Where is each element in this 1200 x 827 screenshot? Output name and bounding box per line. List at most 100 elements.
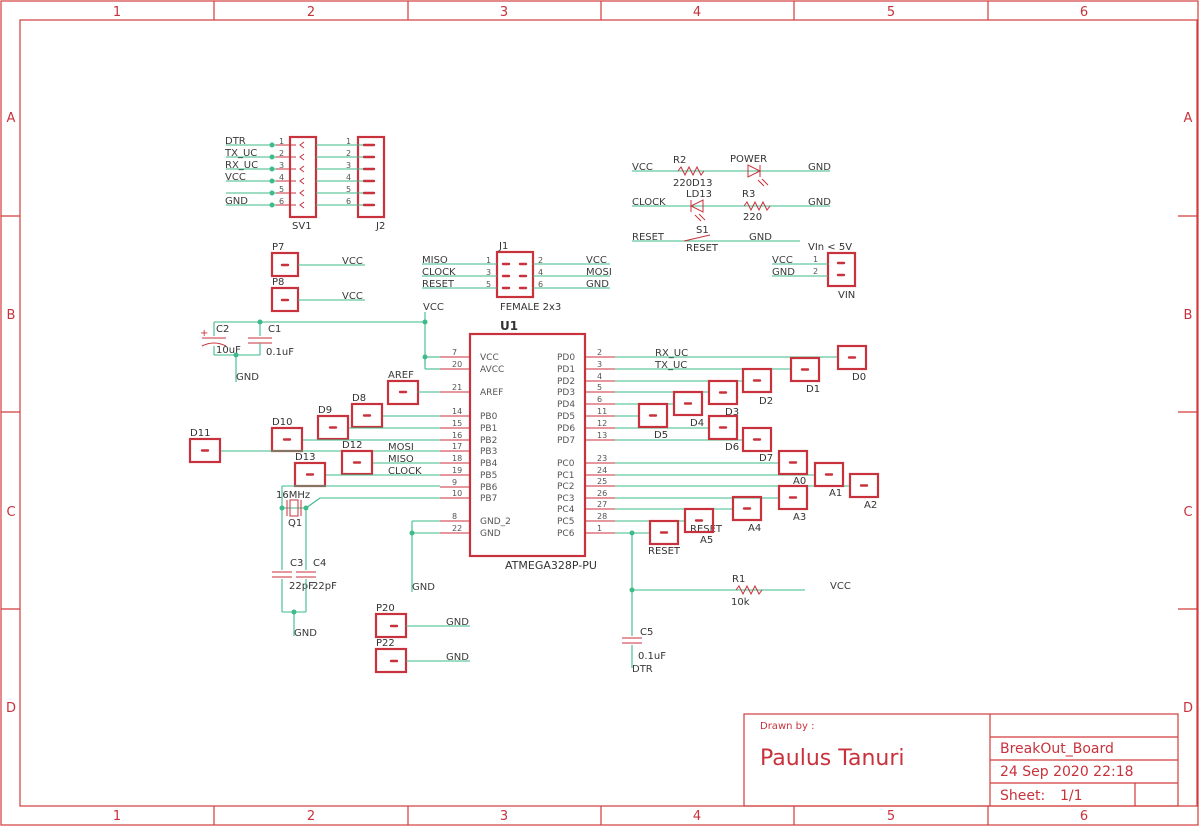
u1-left-pin-num: 22 [452, 524, 462, 533]
j2-pin-num: 6 [346, 197, 351, 206]
sv1-signal-label: RX_UC [225, 160, 258, 171]
crystal-freq: 16MHz [276, 490, 310, 501]
connector-pad-body [316, 414, 350, 441]
reset-sw-gnd: GND [749, 232, 772, 243]
u1-power-wiring: GND [409, 354, 440, 593]
j1-right-pin-num: 2 [538, 256, 543, 265]
connector-pad-body [789, 356, 821, 383]
miso-net: MISO [388, 454, 414, 465]
p7-pad: P7 VCC [270, 242, 365, 278]
sv1-pin-num: 2 [279, 149, 284, 158]
u1-right-pin-label: PD5 [557, 412, 575, 422]
row-label: B [7, 308, 16, 323]
sv1-signal-label: DTR [225, 136, 246, 147]
vin-gnd: GND [772, 267, 795, 278]
c4-name: C4 [313, 558, 326, 569]
c1-name: C1 [268, 324, 281, 335]
j2-pin-num: 2 [346, 149, 351, 158]
u1-right-pin-label: PC4 [557, 505, 575, 515]
clock-net: CLOCK [388, 466, 422, 477]
u1-microcontroller: U1 ATMEGA328P-PU 7VCC20AVCC21AREF14PB015… [440, 319, 615, 572]
connector-pad-body [707, 379, 739, 406]
c5-name: C5 [640, 627, 653, 638]
u1-right-pin-num: 2 [597, 348, 602, 357]
s1-name: S1 [696, 225, 709, 236]
connector-pad-body [188, 437, 222, 464]
j1-right-signal: MOSI [586, 267, 612, 278]
j1-right-pin-num: 6 [538, 280, 543, 289]
row-label: D [1183, 701, 1193, 716]
u1-right-pin-num: 28 [597, 512, 607, 521]
crystal-name: Q1 [288, 518, 302, 529]
c2-name: C2 [216, 324, 229, 335]
u1-left-pin-label: PB3 [480, 447, 497, 457]
j2-pin-num: 4 [346, 173, 351, 182]
sv1-pin-mark [299, 141, 305, 149]
drawing-date: 24 Sep 2020 22:18 [1000, 764, 1134, 780]
j2-pin-num: 3 [346, 161, 351, 170]
caps-vcc: VCC [423, 302, 444, 313]
u1-right-pin-label: PD2 [557, 377, 575, 387]
j2-pin-num: 1 [346, 137, 351, 146]
sv1-junction [269, 142, 275, 148]
connector-pad-body [777, 449, 809, 476]
u1-right-pin-num: 27 [597, 500, 607, 509]
u1-right-pin-num: 25 [597, 477, 607, 486]
u1-right-pin-label: PD7 [557, 436, 575, 446]
crystal-circuit: 16MHz Q1 C3 C4 22pF 22pF GND [272, 485, 440, 639]
col-label: 4 [693, 809, 701, 824]
col-label: 3 [500, 809, 508, 824]
u1-right-pin-num: 1 [597, 524, 602, 533]
connector-pad-label: D9 [318, 405, 332, 416]
r3-value: 220 [743, 212, 762, 223]
u1-right-pin-label: PD1 [557, 365, 575, 375]
connector-pad-label: D12 [342, 440, 362, 451]
u1-left-pin-num: 19 [452, 466, 462, 475]
p20-name: P20 [376, 603, 395, 614]
row-label: C [1183, 505, 1192, 520]
connector-pad-label: D6 [725, 442, 739, 453]
right-net-labels: RX_UC TX_UC RESET [654, 348, 723, 535]
col-label: 4 [693, 5, 701, 20]
connector-pad-body [340, 449, 374, 476]
col-label: 2 [307, 809, 315, 824]
u1-right-pin-label: PC5 [557, 517, 574, 527]
connector-pad-body [741, 426, 773, 453]
sv1-pin-num: 6 [279, 197, 284, 206]
clock-led-gnd: GND [808, 197, 831, 208]
connector-pad-label: A5 [700, 535, 713, 546]
vin-name: VIN [838, 290, 855, 301]
col-label: 5 [887, 809, 895, 824]
mosi-net: MOSI [388, 442, 414, 453]
u1-left-pin-num: 16 [452, 431, 462, 440]
u1-right-pin-label: PD4 [557, 400, 575, 410]
connector-pad-label: D13 [295, 452, 315, 463]
drawn-by-label: Drawn by : [760, 721, 814, 732]
j1-name: J1 [498, 241, 508, 252]
u1-left-pin-num: 21 [452, 383, 462, 392]
reset-net: RESET [690, 524, 723, 535]
connector-pad-label: D5 [654, 430, 668, 441]
reset-switch: RESET S1 RESET GND [632, 225, 800, 254]
connector-pad-body [836, 344, 868, 371]
j1-left-pin-num: 5 [486, 280, 491, 289]
author-name: Paulus Tanuri [760, 746, 905, 771]
j2-name: J2 [375, 221, 385, 232]
u1-left-pin-label: PB5 [480, 471, 497, 481]
u1-right-pin-label: PC1 [557, 471, 574, 481]
p8-pad: P8 VCC [270, 277, 365, 313]
sv1-signal-label: TX_UC [224, 148, 257, 159]
connector-pad-label: D11 [190, 428, 210, 439]
power-led-vcc: VCC [632, 162, 653, 173]
u1-right-pin-num: 4 [597, 372, 602, 381]
u1-right-pin-num: 6 [597, 395, 602, 404]
connector-pad-body [777, 484, 809, 511]
c4-value: 22pF [312, 581, 337, 592]
row-label: B [1184, 308, 1193, 323]
sv1-signal-label: VCC [225, 172, 246, 183]
c2-value: 10uF [216, 345, 241, 356]
j2-connector: J2 [356, 135, 385, 232]
connector-pad-label: A0 [793, 476, 806, 487]
